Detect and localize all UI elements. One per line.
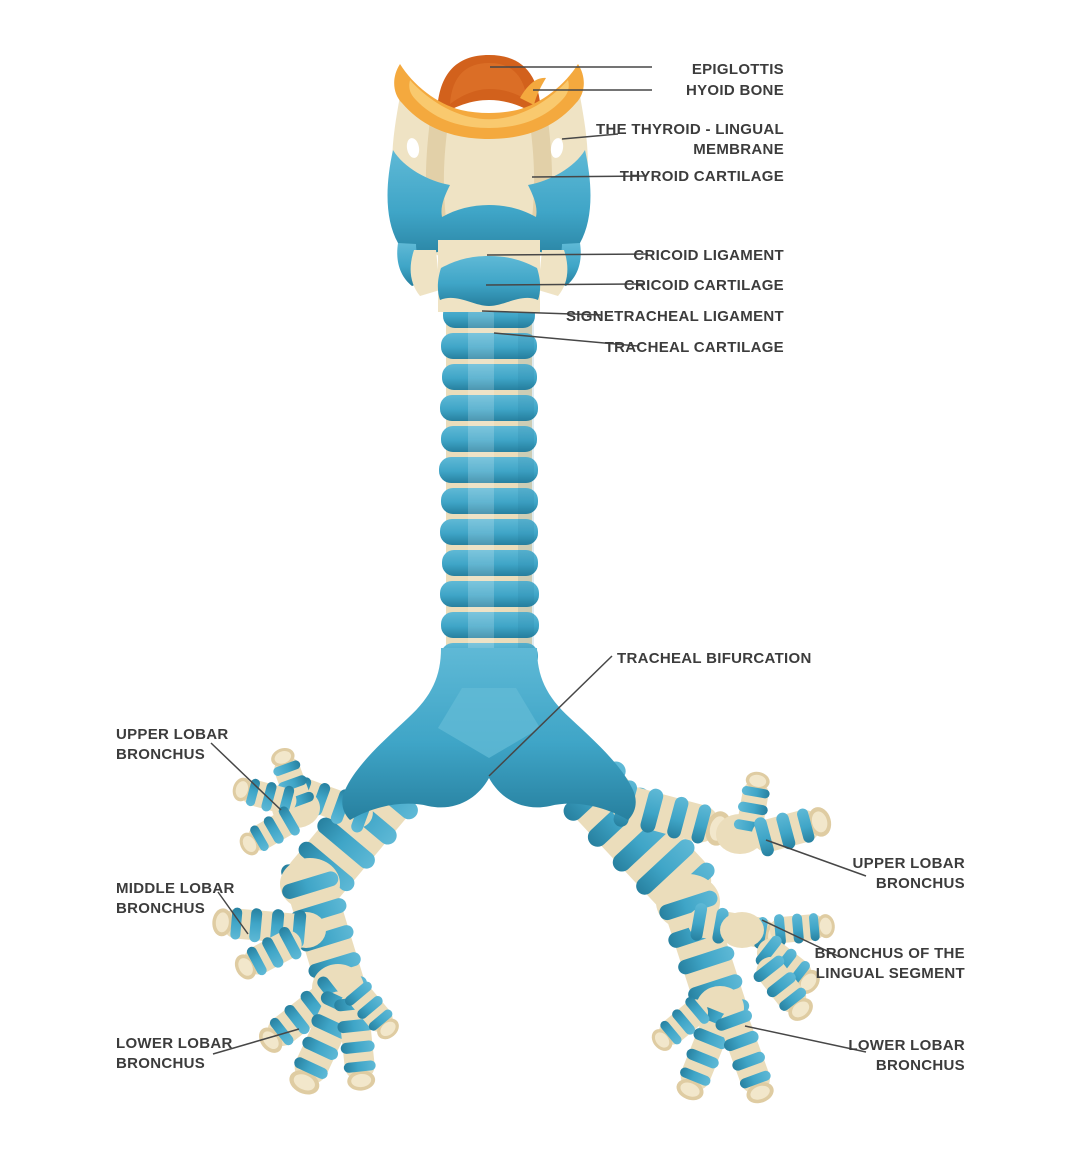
label-cricoid-cartilage: CRICOID CARTILAGE [623,277,784,294]
leader-thyroid-cartilage [531,175,646,178]
leader-lines [210,66,867,1055]
leader-left-upper-lobar [210,742,282,811]
leader-cricoid-cartilage [485,283,646,286]
label-cricoid-ligament: CRICOID LIGAMENT [633,247,784,264]
label-hyoid-bone: HYOID BONE [685,82,784,99]
label-tracheal-cartilage: TRACHEAL CARTILAGE [604,339,784,356]
label-left-upper-lobar-bronchus: UPPER LOBAR BRONCHUS [116,726,229,763]
leader-tracheal-bifurcation [488,655,613,777]
label-epiglottis: EPIGLOTTIS [691,61,784,78]
larynx [387,55,591,312]
leader-right-lower-lobar [744,1025,867,1053]
trachea [439,296,539,669]
label-right-upper-lobar-bronchus: UPPER LOBAR BRONCHUS [852,855,965,892]
leader-thyroid-lingual-membrane [561,133,619,140]
tracheal-bifurcation [342,648,636,820]
label-left-lower-lobar-bronchus: LOWER LOBAR BRONCHUS [116,1035,233,1072]
leader-right-lingual-segment [761,919,841,958]
right-bronchial-tree [550,748,837,1109]
leader-tracheal-cartilage [493,332,639,347]
label-thyroid-lingual-membrane: THE THYROID - LINGUAL MEMBRANE [596,121,784,158]
leader-cricoid-ligament [486,253,649,256]
label-signetracheal-ligament: SIGNETRACHEAL LIGAMENT [566,308,784,325]
label-thyroid-cartilage: THYROID CARTILAGE [619,168,784,185]
leader-left-lower-lobar [212,1028,300,1055]
leader-left-middle-lobar [217,891,249,935]
leader-signetracheal-ligament [481,310,603,316]
label-right-lingual-segment-bronchus: BRONCHUS OF THE LINGUAL SEGMENT [814,945,965,982]
label-left-middle-lobar-bronchus: MIDDLE LOBAR BRONCHUS [116,880,235,917]
label-right-lower-lobar-bronchus: LOWER LOBAR BRONCHUS [848,1037,965,1074]
left-bronchial-tree [210,743,430,1102]
leader-right-upper-lobar [765,839,867,877]
label-tracheal-bifurcation: TRACHEAL BIFURCATION [617,650,812,667]
